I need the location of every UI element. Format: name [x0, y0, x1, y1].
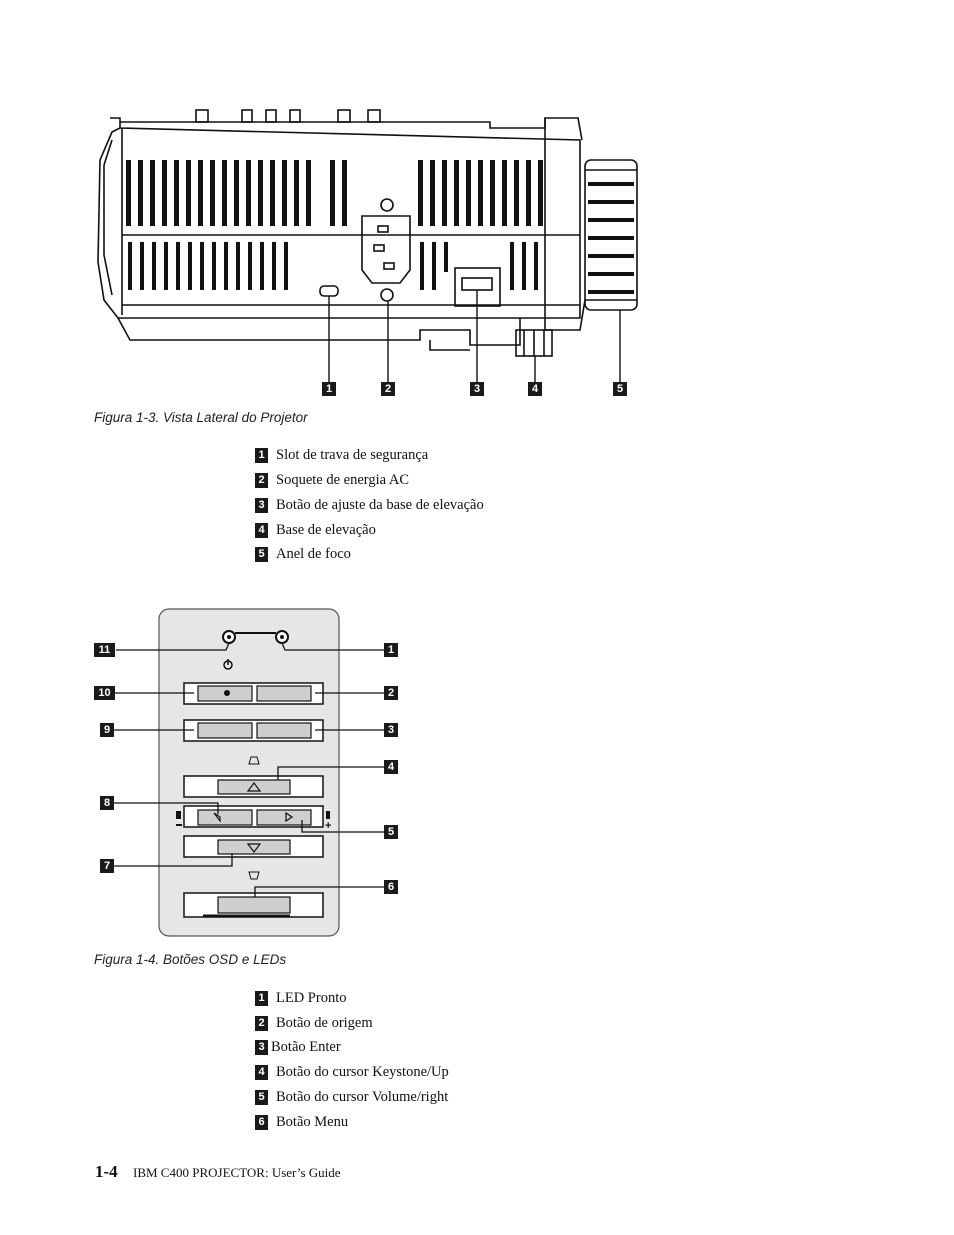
- callout-1: 1: [384, 643, 398, 657]
- callout-4: 4: [384, 760, 398, 774]
- legend-text: Botão do cursor Volume/right: [276, 1088, 449, 1105]
- callout-3: 3: [384, 723, 398, 737]
- legend-number: 1: [255, 990, 268, 1006]
- legend-number: 6: [255, 1114, 268, 1130]
- callout-3: 3: [470, 382, 484, 396]
- callout-11: 11: [94, 643, 115, 657]
- legend-number: 4: [255, 522, 268, 538]
- callout-5: 5: [384, 825, 398, 839]
- running-footer-title: IBM C400 PROJECTOR: User’s Guide: [133, 1165, 341, 1180]
- callout-8: 8: [100, 796, 114, 810]
- legend-text: Botão Menu: [276, 1113, 349, 1130]
- legend-item: 4 Botão do cursor Keystone/Up: [255, 1063, 449, 1081]
- projector-side-view-illustration: [97, 109, 638, 382]
- legend-item: 6 Botão Menu: [255, 1113, 348, 1131]
- legend-number: 3: [255, 497, 268, 513]
- legend-item: 2 Soquete de energia AC: [255, 471, 409, 489]
- legend-item: 3 Botão de ajuste da base de elevação: [255, 496, 484, 514]
- legend-number: 5: [255, 1089, 268, 1105]
- legend-text: Base de elevação: [276, 521, 376, 538]
- callout-1: 1: [322, 382, 336, 396]
- legend-number: 1: [255, 447, 268, 463]
- callout-4: 4: [528, 382, 542, 396]
- legend-text: LED Pronto: [276, 989, 347, 1006]
- legend-item: 4 Base de elevação: [255, 521, 376, 539]
- callout-10: 10: [94, 686, 115, 700]
- legend-item: 1 LED Pronto: [255, 989, 346, 1007]
- figure-caption: Figura 1-3. Vista Lateral do Projetor: [94, 410, 308, 425]
- callout-5: 5: [613, 382, 627, 396]
- legend-number: 2: [255, 472, 268, 488]
- page-number: 1-4: [95, 1162, 118, 1181]
- legend-item: 1 Slot de trava de segurança: [255, 446, 428, 464]
- callout-2: 2: [381, 382, 395, 396]
- legend-number: 3: [255, 1039, 268, 1055]
- legend-text: Botão de origem: [276, 1014, 373, 1031]
- osd-panel-illustration: +: [114, 608, 384, 937]
- legend-number: 5: [255, 546, 268, 562]
- legend-text: Botão Enter: [271, 1038, 341, 1055]
- callout-6: 6: [384, 880, 398, 894]
- callout-7: 7: [100, 859, 114, 873]
- legend-item: 3 Botão Enter: [255, 1038, 341, 1056]
- legend-item: 2 Botão de origem: [255, 1014, 373, 1032]
- legend-text: Slot de trava de segurança: [276, 446, 429, 463]
- svg-text:+: +: [325, 820, 331, 832]
- legend-text: Botão do cursor Keystone/Up: [276, 1063, 449, 1080]
- callout-2: 2: [384, 686, 398, 700]
- legend-item: 5 Anel de foco: [255, 545, 351, 563]
- legend-item: 5 Botão do cursor Volume/right: [255, 1088, 448, 1106]
- figure-caption: Figura 1-4. Botões OSD e LEDs: [94, 952, 287, 967]
- legend-text: Soquete de energia AC: [276, 471, 410, 488]
- legend-number: 4: [255, 1064, 268, 1080]
- callout-9: 9: [100, 723, 114, 737]
- legend-text: Anel de foco: [276, 545, 351, 562]
- legend-number: 2: [255, 1015, 268, 1031]
- legend-text: Botão de ajuste da base de elevação: [276, 496, 484, 513]
